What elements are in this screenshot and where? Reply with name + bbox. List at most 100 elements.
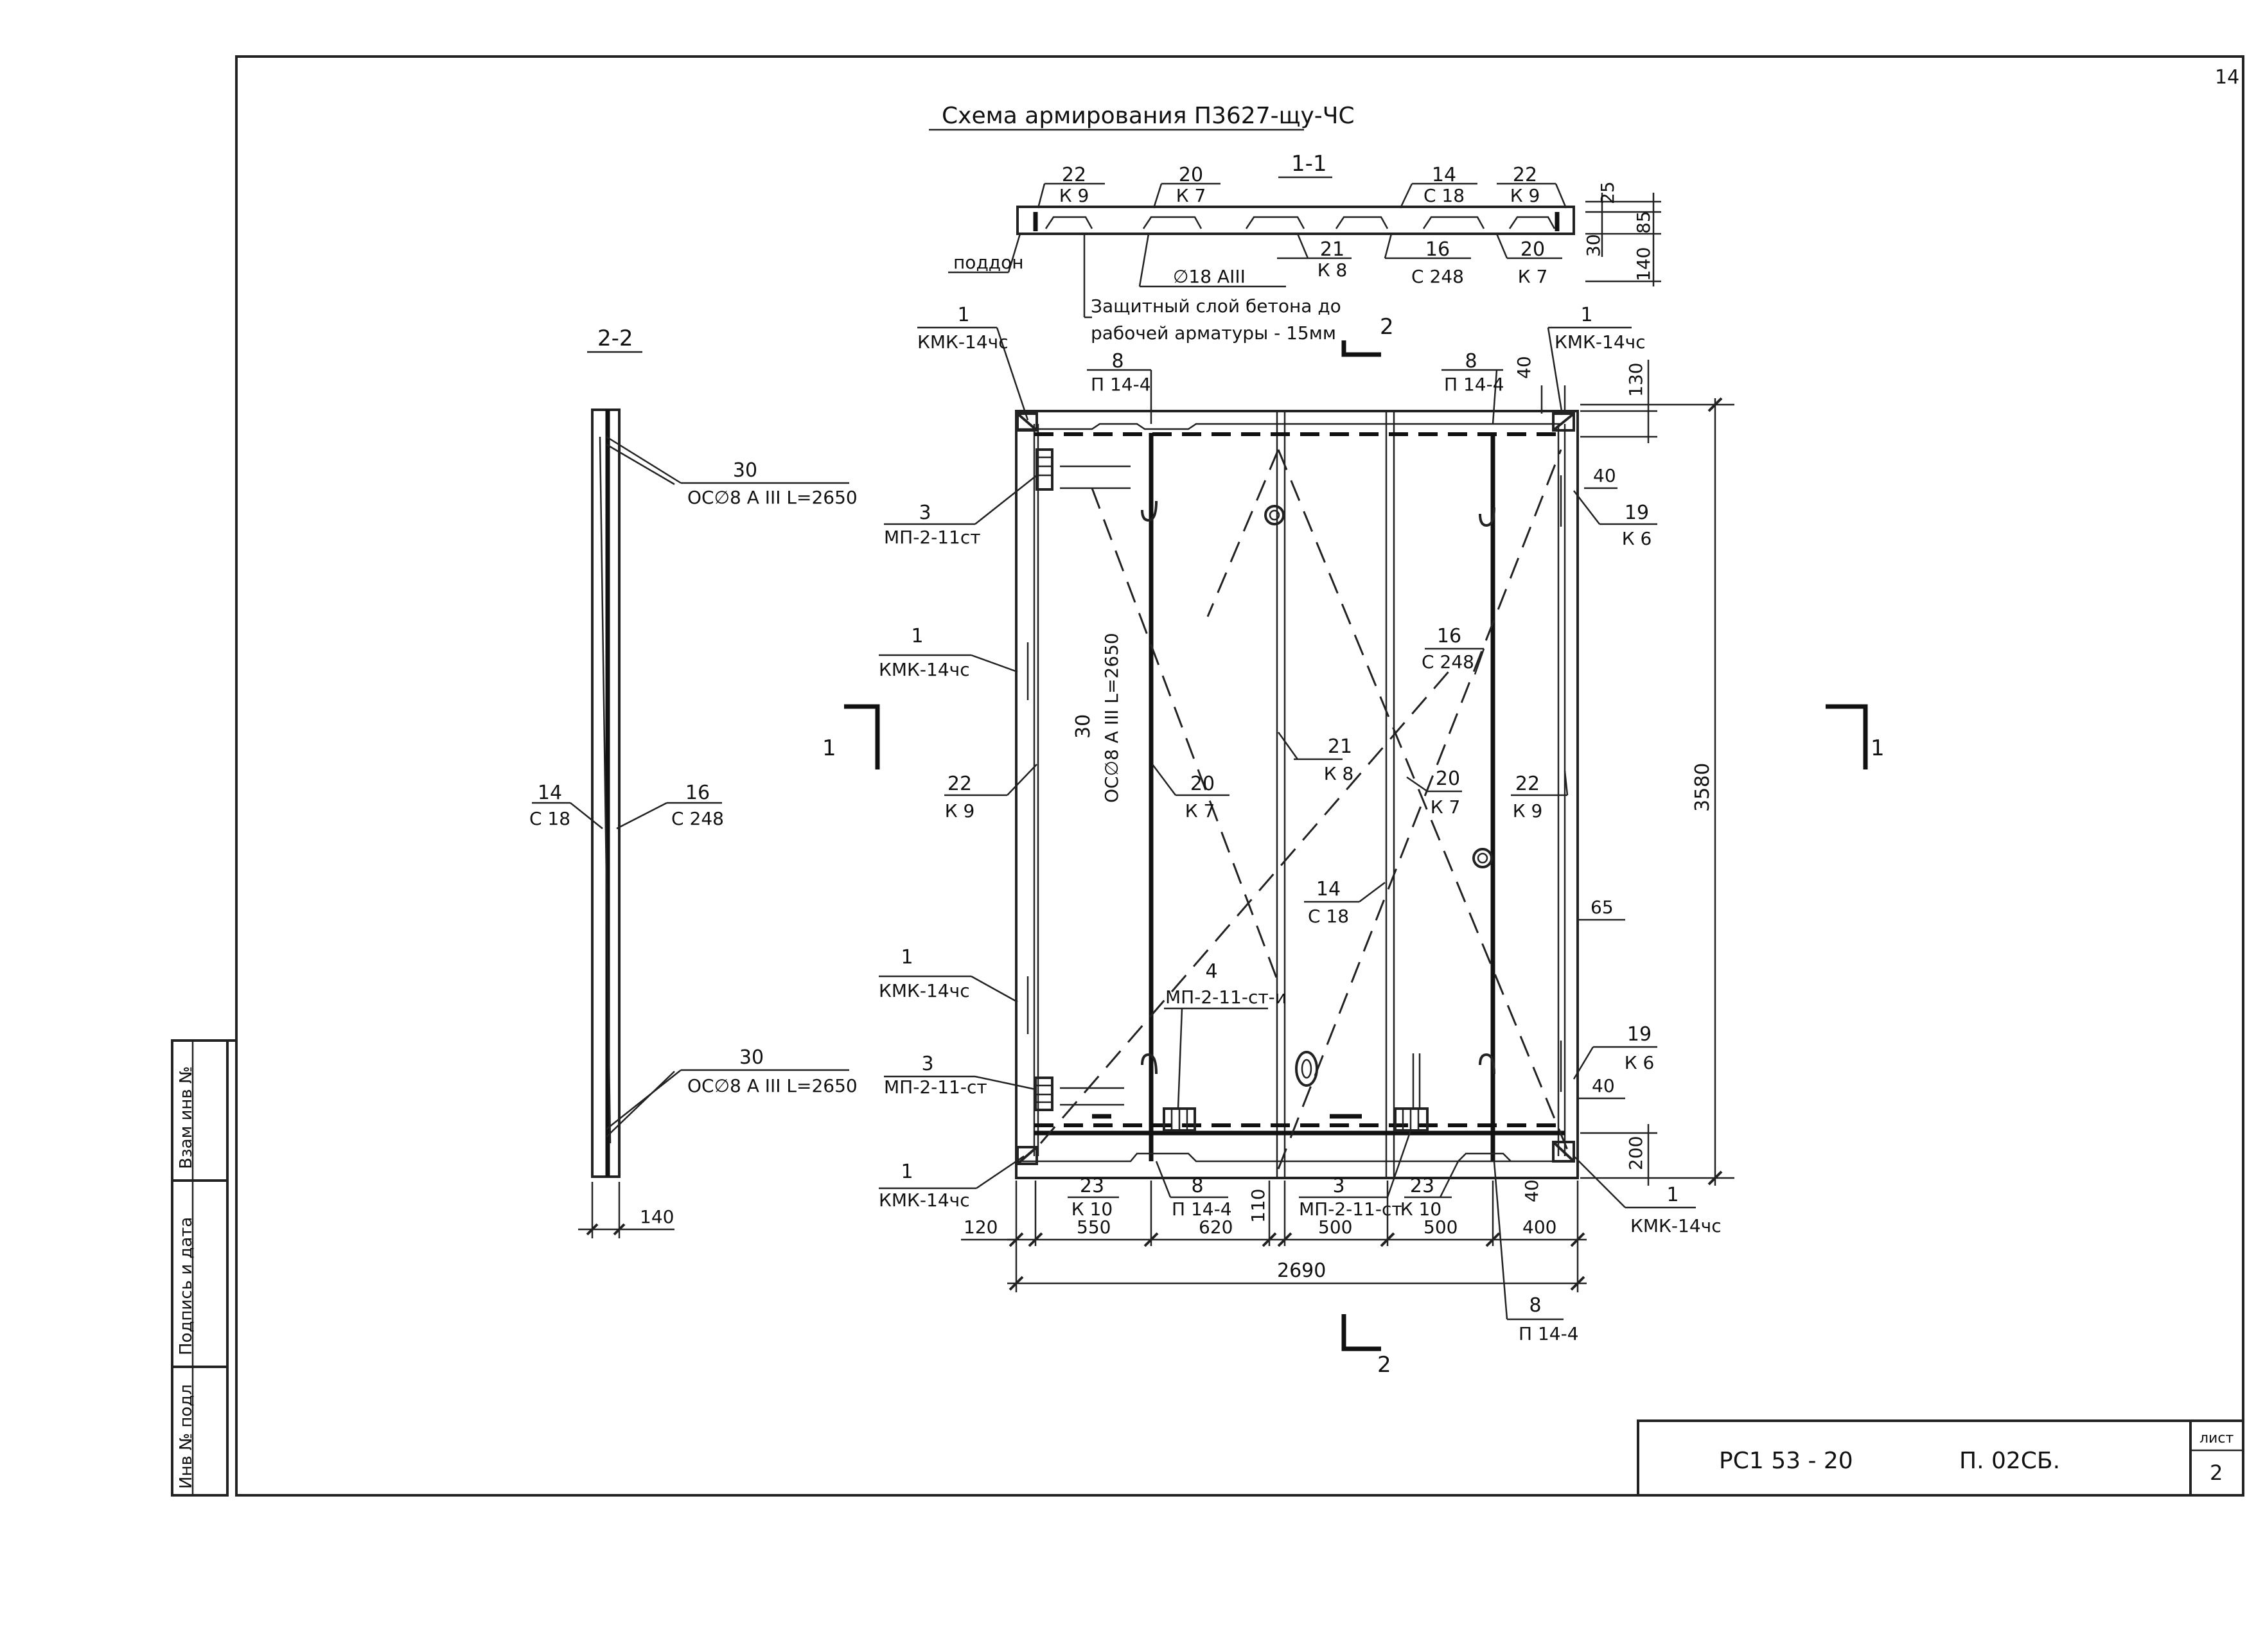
plan-label-1-ll-mark: КМК-14чс (879, 980, 970, 1001)
s22-label-30-mark: ОС∅8 А III L=2650 (687, 487, 858, 508)
plan-view: 2 2 1 1 1 КМК-14чс 8 П 14-4 8 П 14-4 1 К… (822, 304, 1885, 1378)
cut-1-right: 1 (1871, 735, 1885, 761)
plan-label-8-low-num: 8 (1529, 1294, 1541, 1317)
plan-label-1-lm-mark: КМК-14чс (879, 659, 970, 680)
plan-dim-400: 400 (1522, 1217, 1556, 1238)
plan-label-3-low-mark: МП-2-11-ст (884, 1076, 987, 1098)
plan-label-22-right-num: 22 (1515, 773, 1540, 795)
s11-tray-label: поддон (953, 252, 1024, 273)
plan-label-20-left-mark: К 7 (1185, 800, 1215, 822)
plan-label-4-mark: МП-2-11-ст-и (1165, 987, 1287, 1008)
plan-label-1-bl-num: 1 (901, 1161, 913, 1183)
s11-label-21-mark: К 8 (1317, 259, 1348, 281)
list-label: лист (2199, 1430, 2234, 1446)
s22-label-16-num: 16 (685, 782, 710, 804)
plan-bar-30-num: 30 (1072, 714, 1095, 739)
s11-label-22-num: 22 (1062, 164, 1086, 186)
plan-label-8-tl-num: 8 (1111, 350, 1124, 373)
s11-label-14-num: 14 (1432, 164, 1456, 186)
s11-label-20b-mark: К 7 (1518, 266, 1548, 287)
s11-label-20-num: 20 (1179, 164, 1203, 186)
section-2-2-label: 2-2 (597, 326, 633, 351)
cut-2-top: 2 (1380, 314, 1394, 340)
plan-bar-30-mark: ОС∅8 А III L=2650 (1101, 633, 1122, 803)
plan-dim-130: 130 (1625, 363, 1646, 397)
plan-dim-120: 120 (964, 1217, 998, 1238)
plan-dim-40-r2: 40 (1592, 1075, 1615, 1096)
s11-label-14-mark: С 18 (1423, 185, 1465, 206)
document-designation: П. 02СБ. (1959, 1448, 2060, 1474)
plan-label-8-low-mark: П 14-4 (1519, 1323, 1579, 1344)
plan-label-23-left-mark: К 10 (1071, 1199, 1113, 1220)
plan-label-23-right-num: 23 (1410, 1175, 1434, 1197)
s11-label-22b-mark: К 9 (1510, 185, 1540, 206)
plan-dim-3580: 3580 (1691, 763, 1714, 812)
s11-dim-30: 30 (1583, 234, 1604, 257)
plan-label-4-num: 4 (1205, 960, 1217, 983)
plan-label-14-mark: С 18 (1308, 906, 1349, 927)
stamp-replaced-inv: Взам инв № (177, 1066, 196, 1169)
plan-dim-40-bottom: 40 (1521, 1179, 1542, 1202)
plan-label-23-left-num: 23 (1080, 1175, 1104, 1197)
plan-label-21-mark: К 8 (1324, 763, 1354, 784)
plan-dim-2690: 2690 (1277, 1260, 1326, 1282)
drawing-title: Схема армирования П3627-щу-ЧС (942, 103, 1355, 129)
sheet-number-top: 14 (2215, 66, 2239, 89)
title-block: РС1 53 - 20 П. 02СБ. лист 2 (1637, 1419, 2244, 1497)
plan-label-1-tr-mark: КМК-14чс (1555, 331, 1646, 353)
plan-label-19-low-num: 19 (1627, 1023, 1652, 1046)
plan-label-22-left-num: 22 (947, 773, 972, 795)
plan-label-1-br-num: 1 (1666, 1184, 1679, 1206)
s11-dim-25: 25 (1597, 181, 1618, 204)
plan-label-14-num: 14 (1316, 878, 1341, 901)
s22-label-14-num: 14 (538, 782, 562, 804)
plan-dim-110: 110 (1247, 1189, 1269, 1223)
plan-dim-65: 65 (1591, 897, 1614, 918)
plan-label-1-tr-num: 1 (1580, 304, 1592, 326)
plan-dim-500-b: 500 (1423, 1217, 1458, 1238)
plan-label-3-low-num: 3 (921, 1053, 933, 1075)
s11-label-20b-num: 20 (1520, 238, 1545, 261)
plan-dim-550: 550 (1077, 1217, 1111, 1238)
plan-label-1-tl-mark: КМК-14чс (917, 331, 1009, 353)
plan-label-1-br-mark: КМК-14чс (1630, 1215, 1722, 1236)
s11-bar-label: ∅18 АIII (1173, 266, 1246, 287)
section-1-1: 1-1 22 К 9 20 К 7 14 С 18 22 К 9 21 К 8 … (948, 151, 1661, 344)
s11-cover-note-2: рабочей арматуры - 15мм (1091, 322, 1336, 344)
s11-label-22b-num: 22 (1513, 164, 1537, 186)
document-code: РС1 53 - 20 (1719, 1448, 1853, 1474)
s11-label-22-mark: К 9 (1059, 185, 1089, 206)
plan-dim-620: 620 (1199, 1217, 1233, 1238)
plan-label-22-right-mark: К 9 (1513, 800, 1543, 822)
s11-dim-140: 140 (1633, 247, 1654, 281)
section-1-1-slab (1016, 206, 1575, 235)
section-2-2: 2-2 30 ОС∅8 А III L=2650 14 С 18 16 С 24… (529, 326, 858, 1238)
s11-label-21-num: 21 (1320, 238, 1344, 261)
plan-label-21-num: 21 (1328, 735, 1352, 758)
plan-label-22-left-mark: К 9 (945, 800, 975, 822)
stamp-original-inv: Инв № подл (177, 1384, 196, 1489)
plan-label-20-right-num: 20 (1436, 768, 1460, 790)
s22-label-14-mark: С 18 (529, 808, 570, 829)
plan-label-1-tl-num: 1 (957, 304, 969, 326)
cut-2-bottom: 2 (1377, 1352, 1391, 1378)
plan-label-3-top-num: 3 (919, 502, 931, 524)
plan-label-19-top-mark: К 6 (1622, 528, 1652, 549)
s22-dim-140: 140 (640, 1206, 674, 1227)
plan-label-16-num: 16 (1437, 625, 1461, 647)
plan-label-3-bot-num: 3 (1332, 1175, 1344, 1197)
cut-1-left: 1 (822, 735, 836, 761)
plan-label-8-bot-mark: П 14-4 (1172, 1199, 1232, 1220)
sheet-frame: Взам инв № Подпись и дата Инв № подл 14 (171, 55, 2244, 1497)
plan-label-23-right-mark: К 10 (1400, 1199, 1441, 1220)
plan-label-8-bot-num: 8 (1191, 1175, 1203, 1197)
plan-dim-200: 200 (1625, 1136, 1646, 1170)
s11-label-16-mark: С 248 (1411, 266, 1464, 287)
plan-label-3-bot-mark: МП-2-11-ст (1299, 1199, 1402, 1220)
plan-dim-40-top: 40 (1513, 356, 1535, 379)
side-stamp-box (171, 1039, 229, 1497)
plan-label-16-mark: С 248 (1422, 651, 1474, 672)
plan-dim-40-r1: 40 (1593, 465, 1616, 486)
s22-label-30b-num: 30 (739, 1046, 764, 1069)
